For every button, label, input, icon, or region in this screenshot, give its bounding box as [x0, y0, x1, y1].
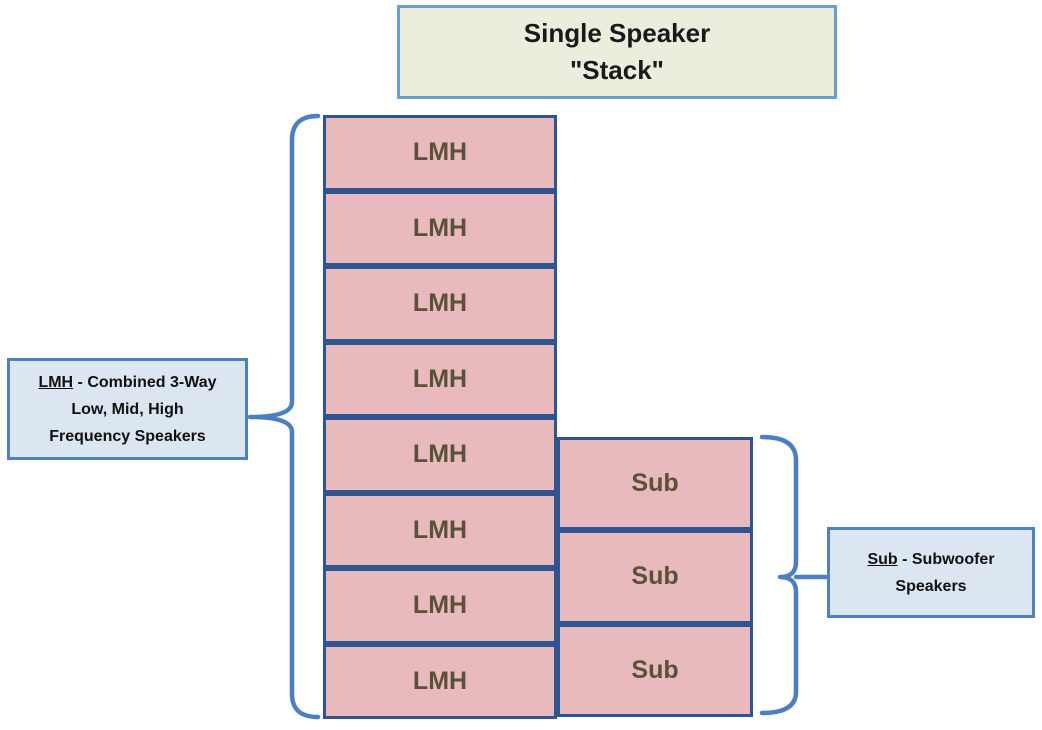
lmh-box: LMH	[323, 492, 557, 568]
title-line-1: Single Speaker	[523, 18, 711, 48]
lmh-box: LMH	[323, 417, 557, 493]
sub-box: Sub	[557, 437, 753, 531]
lmh-box: LMH	[323, 568, 557, 644]
sub-callout-line-2: Speakers	[895, 577, 967, 595]
sub-term: Sub	[867, 550, 898, 568]
sub-callout-line-1: Sub - Subwoofer	[867, 546, 994, 573]
title-line-2: "Stack"	[569, 55, 665, 85]
sub-definition: - Subwoofer	[897, 550, 995, 568]
lmh-brace	[247, 113, 321, 720]
lmh-definition: - Combined 3-Way	[73, 373, 217, 391]
lmh-box: LMH	[323, 266, 557, 342]
lmh-term: LMH	[38, 373, 74, 391]
lmh-box: LMH	[323, 643, 557, 719]
sub-box: Sub	[557, 530, 753, 624]
lmh-box: LMH	[323, 190, 557, 266]
title-box: Single Speaker "Stack"	[397, 5, 837, 99]
lmh-box: LMH	[323, 341, 557, 417]
lmh-callout-line-1: LMH - Combined 3-Way	[38, 369, 216, 396]
sub-box: Sub	[557, 623, 753, 717]
lmh-callout: LMH - Combined 3-Way Low, Mid, High Freq…	[7, 358, 248, 460]
lmh-box: LMH	[323, 115, 557, 191]
sub-brace	[759, 434, 799, 716]
lmh-callout-line-2: Low, Mid, High	[71, 400, 184, 418]
sub-callout: Sub - Subwoofer Speakers	[827, 527, 1035, 618]
lmh-callout-line-3: Frequency Speakers	[49, 427, 206, 445]
